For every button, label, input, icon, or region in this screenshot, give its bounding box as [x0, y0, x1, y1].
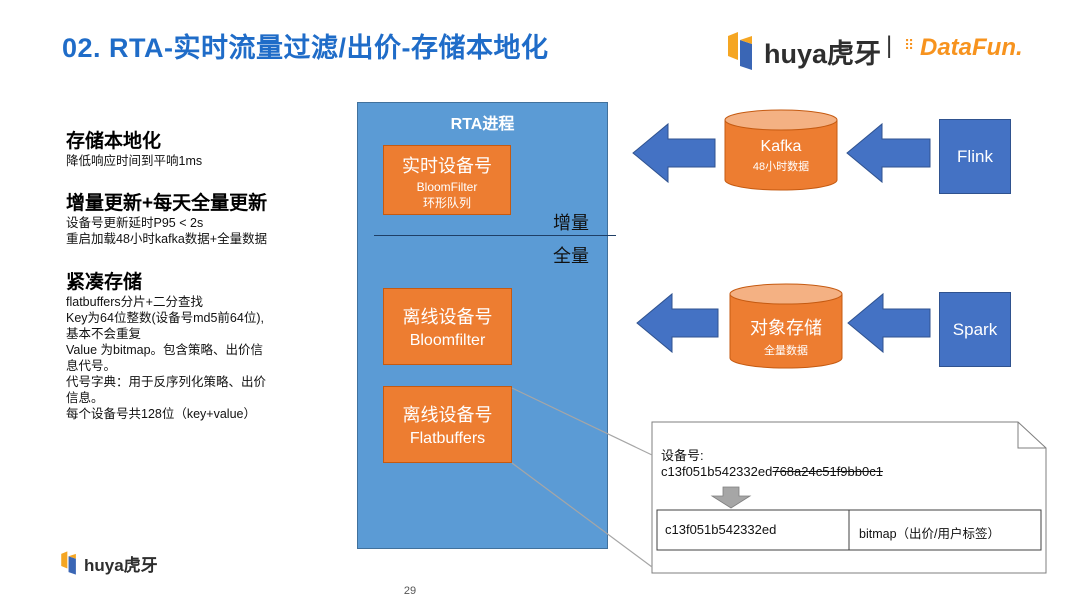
datafun-brand-text: DataFun. — [920, 34, 1023, 61]
section-line: 信息。 — [66, 391, 104, 405]
object-store-sub: 全量数据 — [764, 345, 808, 357]
kafka-sub: 48小时数据 — [752, 161, 810, 173]
flink-box: Flink — [939, 119, 1011, 194]
logo-separator: | — [886, 32, 893, 59]
arrow-flink-to-kafka — [846, 122, 931, 184]
box-line: BloomFilter — [416, 180, 478, 194]
box-title: 离线设备号 — [402, 307, 493, 327]
section-line: 重启加载48小时kafka数据+全量数据 — [66, 232, 268, 246]
incremental-full-divider — [374, 235, 616, 236]
object-store-cylinder — [729, 283, 843, 369]
label-full: 全量 — [553, 246, 589, 266]
section-heading-compact: 紧凑存储 — [66, 272, 143, 293]
logo-bar: huya虎牙 | ⠿ DataFun. — [726, 28, 1036, 74]
realtime-device-box: 实时设备号 BloomFilter 环形队列 — [383, 145, 511, 215]
arrow-store-to-rta — [636, 292, 719, 354]
section-heading-update: 增量更新+每天全量更新 — [66, 193, 268, 214]
callout-label: 设备号: — [661, 448, 704, 463]
box-line: Flatbuffers — [409, 430, 486, 447]
connector-line-top — [511, 387, 653, 456]
kafka-label-group: Kafka 48小时数据 — [725, 138, 837, 174]
spark-box: Spark — [939, 292, 1011, 367]
label-incremental: 增量 — [553, 213, 589, 233]
left-text-column: 存储本地化 降低响应时间到平响1ms 增量更新+每天全量更新 设备号更新延时P9… — [66, 126, 346, 422]
object-store-label-group: 对象存储 全量数据 — [730, 314, 842, 358]
device-id-struck: 768a24c51f9bb0c1 — [772, 464, 883, 479]
kafka-cylinder — [724, 109, 838, 191]
box-line: Bloomfilter — [409, 332, 486, 349]
kv-value-cell: bitmap（出价/用户标签） — [859, 527, 1000, 541]
section-line: 代号字典：用于反序列化策略、出价 — [66, 375, 267, 389]
slide-title: 02. RTA-实时流量过滤/出价-存储本地化 — [62, 33, 549, 63]
section-line: 基本不会重复 — [66, 327, 142, 341]
object-store-name: 对象存储 — [750, 318, 822, 338]
box-title: 离线设备号 — [402, 405, 493, 425]
section-line: 设备号更新延时P95 < 2s — [66, 216, 204, 230]
offline-bloomfilter-box: 离线设备号 Bloomfilter — [383, 288, 512, 365]
huya-bottom-text: huya虎牙 — [84, 556, 158, 575]
box-line: 环形队列 — [422, 196, 471, 210]
offline-flatbuffers-box: 离线设备号 Flatbuffers — [383, 386, 512, 463]
section-line: Value 为bitmap。包含策略、出价信 — [66, 343, 264, 357]
section-line: 降低响应时间到平响1ms — [66, 154, 203, 168]
section-heading-storage: 存储本地化 — [66, 131, 162, 152]
kv-key-cell: c13f051b542332ed — [665, 522, 777, 537]
arrow-spark-to-store — [847, 292, 931, 354]
section-line: flatbuffers分片+二分查找 — [66, 295, 203, 309]
section-line: 息代号。 — [66, 359, 117, 373]
huya-brand-text: huya虎牙 — [764, 39, 882, 69]
callout-device-id: c13f051b542332ed768a24c51f9bb0c1 — [661, 464, 883, 479]
datafun-dots-icon: ⠿ — [904, 37, 914, 53]
page-number: 29 — [403, 585, 417, 597]
bottom-logo: huya虎牙 — [60, 548, 180, 578]
connector-line-bottom — [511, 462, 653, 568]
kafka-name: Kafka — [760, 138, 802, 155]
huya-logo-icon — [728, 32, 752, 70]
section-line: 每个设备号共128位（key+value） — [66, 407, 256, 421]
section-line: Key为64位整数(设备号md5前64位), — [66, 311, 264, 325]
box-title: 实时设备号 — [402, 156, 492, 176]
device-id-kept: c13f051b542332ed — [661, 464, 773, 479]
huya-logo-small-icon — [61, 551, 76, 575]
arrow-kafka-to-rta — [632, 122, 716, 184]
down-arrow-icon — [710, 486, 752, 509]
rta-process-title: RTA进程 — [450, 116, 515, 133]
